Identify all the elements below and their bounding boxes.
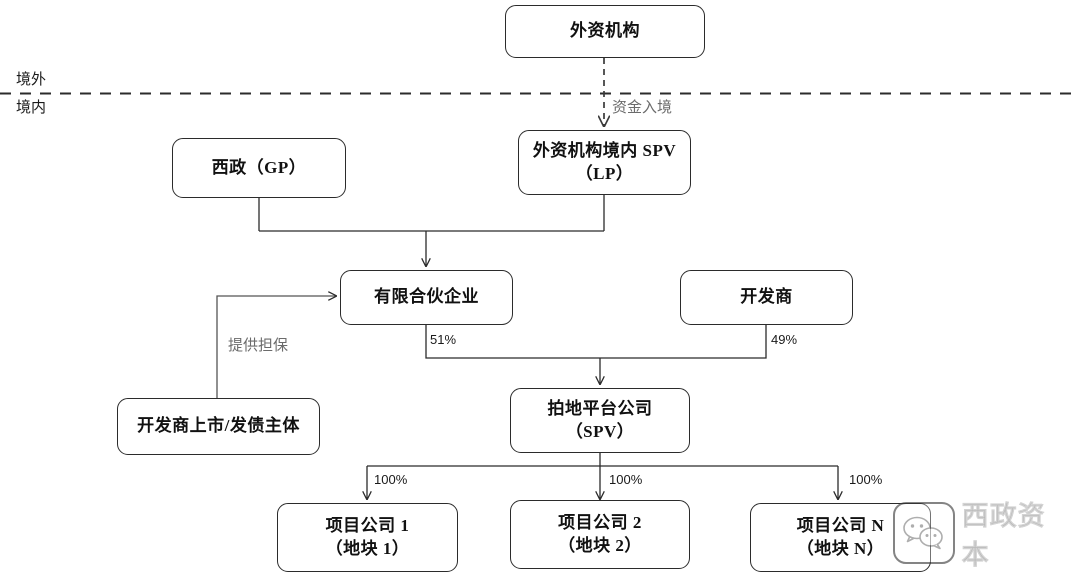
node-developer-listed-entity-line1: 开发商上市/发债主体 [137, 416, 300, 436]
node-project-company-1[interactable]: 项目公司 1 （地块 1） [277, 503, 458, 572]
node-project-company-2-line1: 项目公司 2 [558, 512, 642, 532]
node-project-company-1-line2: （地块 1） [325, 538, 410, 558]
node-limited-partnership[interactable]: 有限合伙企业 [340, 270, 513, 325]
edge-developer-stake [600, 325, 767, 359]
node-developer-listed-entity[interactable]: 开发商上市/发债主体 [117, 398, 320, 455]
node-developer-line1: 开发商 [740, 287, 793, 307]
node-xizheng-gp-line1: 西政（GP） [211, 157, 307, 177]
edge-label-capital-inflow: 资金入境 [612, 100, 673, 116]
node-limited-partnership-line1: 有限合伙企业 [374, 287, 479, 307]
edge-label-pc1-stake: 100% [374, 472, 408, 487]
edge-label-pc2-stake: 100% [609, 472, 643, 487]
zone-label-onshore: 境内 [16, 100, 47, 116]
node-project-company-n-line2: （地块 N） [796, 538, 885, 558]
edge-label-guarantee: 提供担保 [228, 338, 289, 354]
edge-label-pcn-stake: 100% [849, 472, 883, 487]
node-xizheng-gp[interactable]: 西政（GP） [172, 138, 346, 198]
node-onshore-spv-line2: （LP） [575, 163, 634, 183]
edge-label-lp-stake: 51% [430, 332, 457, 347]
node-foreign-institution[interactable]: 外资机构 [505, 5, 705, 58]
node-project-company-1-line1: 项目公司 1 [325, 515, 410, 535]
node-project-company-n[interactable]: 项目公司 N （地块 N） [750, 503, 931, 572]
node-project-company-2[interactable]: 项目公司 2 （地块 2） [510, 500, 690, 569]
node-project-company-2-line2: （地块 2） [558, 535, 642, 555]
node-project-company-n-line1: 项目公司 N [796, 515, 885, 535]
node-onshore-spv-line1: 外资机构境内 SPV [532, 140, 677, 160]
node-foreign-institution-line1: 外资机构 [570, 21, 640, 41]
node-land-platform[interactable]: 拍地平台公司 （SPV） [510, 388, 690, 453]
watermark-brand: 西政资本 [961, 501, 1046, 570]
zone-label-offshore: 境外 [16, 72, 47, 88]
node-developer[interactable]: 开发商 [680, 270, 853, 325]
node-land-platform-line2: （SPV） [565, 421, 635, 441]
node-onshore-spv[interactable]: 外资机构境内 SPV （LP） [518, 130, 691, 195]
edge-label-developer-stake: 49% [771, 332, 798, 347]
node-land-platform-line1: 拍地平台公司 [547, 398, 653, 418]
